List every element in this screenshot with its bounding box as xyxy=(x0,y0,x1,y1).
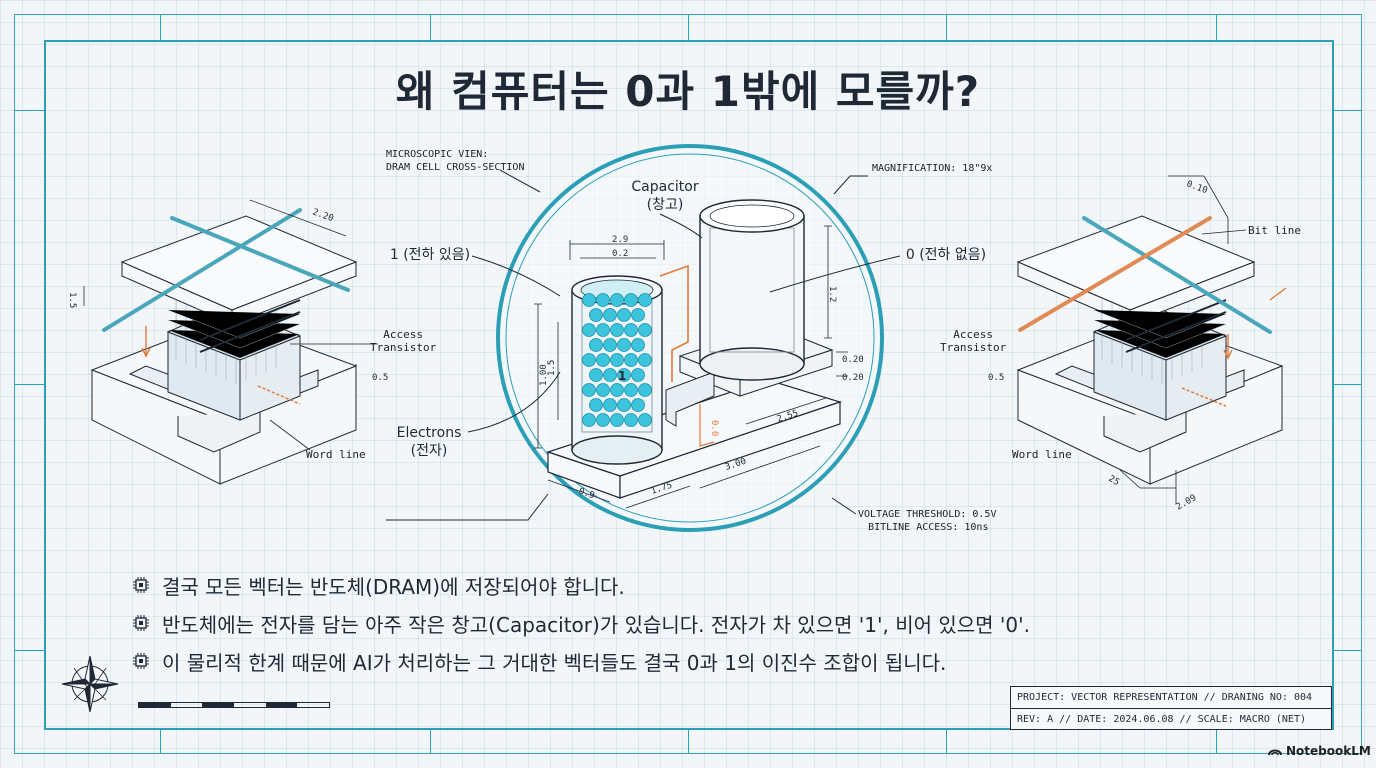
dim-0-20-a: 0.20 xyxy=(842,355,864,365)
dim-0-20-b: 0.20 xyxy=(842,373,864,383)
electron-ball xyxy=(624,383,638,397)
microscopic-note: MICROSCOPIC VIEN: DRAM CELL CROSS-SECTIO… xyxy=(386,149,525,173)
right-dim-25: 25 xyxy=(1107,474,1121,488)
electron-ball xyxy=(631,368,645,382)
electron-ball xyxy=(582,323,596,337)
left-dim-1-5: 1.5 xyxy=(67,292,77,308)
bullet-item: 이 물리적 한계 때문에 AI가 처리하는 그 거대한 벡터들도 결국 0과 1… xyxy=(132,642,1030,680)
title-block-row-2: REV: A // DATE: 2024.06.08 // SCALE: MAC… xyxy=(1017,714,1306,725)
left-dim-2-20: 2.20 xyxy=(311,207,335,224)
electron-ball xyxy=(603,308,617,322)
bullet-item: 결국 모든 벡터는 반도체(DRAM)에 저장되어야 합니다. xyxy=(132,566,1030,604)
bullet-text: 결국 모든 벡터는 반도체(DRAM)에 저장되어야 합니다. xyxy=(162,574,625,599)
bullet-text: 반도체에는 전자를 담는 아주 작은 창고(Capacitor)가 있습니다. … xyxy=(162,612,1030,637)
electron-ball xyxy=(596,323,610,337)
inner-frame xyxy=(44,40,1334,730)
electron-ball xyxy=(617,398,631,412)
electron-ball xyxy=(610,383,624,397)
dim-1-2: 1.2 xyxy=(827,286,837,302)
one-charged-label: 1 (전하 있음) xyxy=(389,247,471,263)
bullet-text: 이 물리적 한계 때문에 AI가 처리하는 그 거대한 벡터들도 결국 0과 1… xyxy=(162,650,947,675)
bullet-item: 반도체에는 전자를 담는 아주 작은 창고(Capacitor)가 있습니다. … xyxy=(132,604,1030,642)
capacitor-label: Capacitor (창고) xyxy=(631,179,699,213)
left-dim-0-5: 0.5 xyxy=(372,373,388,383)
dim-1-00: 1.00 xyxy=(539,364,549,386)
magnification-note: MAGNIFICATION: 18"9x xyxy=(872,163,993,174)
electron-ball xyxy=(617,308,631,322)
electron-ball xyxy=(596,413,610,427)
electron-ball xyxy=(589,398,603,412)
compass-rose xyxy=(61,655,119,713)
electron-ball xyxy=(582,353,596,367)
electron-ball xyxy=(624,353,638,367)
dim-2-9: 2.9 xyxy=(612,235,628,245)
electron-ball xyxy=(582,413,596,427)
charged-capacitor: 1 xyxy=(571,275,663,465)
electron-ball xyxy=(589,338,603,352)
chip-icon xyxy=(133,615,149,631)
electron-ball xyxy=(596,293,610,307)
dim-0-2: 0.2 xyxy=(612,249,628,259)
right-access-transistor-label: Access Transistor xyxy=(940,328,1007,354)
electron-ball xyxy=(638,323,652,337)
one-marker: 1 xyxy=(618,369,626,383)
electron-ball xyxy=(589,308,603,322)
bullet-list: 결국 모든 벡터는 반도체(DRAM)에 저장되어야 합니다. 반도체에는 전자… xyxy=(132,566,1030,680)
title-block: PROJECT: VECTOR REPRESENTATION // DRANIN… xyxy=(1010,686,1332,730)
electron-ball xyxy=(631,338,645,352)
electron-ball xyxy=(638,353,652,367)
electron-ball xyxy=(638,413,652,427)
dim-1-5: 1.5 xyxy=(547,360,557,376)
bit-line-label: Bit line xyxy=(1248,224,1301,237)
dim-0-9: 0.9 xyxy=(577,487,596,502)
notebooklm-icon xyxy=(1268,749,1282,756)
electron-ball xyxy=(617,338,631,352)
electron-ball xyxy=(610,323,624,337)
electron-ball xyxy=(631,398,645,412)
left-access-transistor-label: Access Transistor xyxy=(370,328,437,354)
electron-ball xyxy=(582,383,596,397)
electron-ball xyxy=(603,368,617,382)
notebooklm-logo: NotebookLM xyxy=(1268,744,1371,758)
electron-ball xyxy=(624,323,638,337)
zero-empty-label: 0 (전하 없음) xyxy=(905,247,987,263)
electron-ball xyxy=(617,368,631,382)
electron-ball xyxy=(638,293,652,307)
right-word-line-label: Word line xyxy=(1012,448,1072,461)
electron-ball xyxy=(603,338,617,352)
electron-ball xyxy=(596,353,610,367)
electron-ball xyxy=(610,413,624,427)
electron-ball xyxy=(610,293,624,307)
electron-ball xyxy=(631,308,645,322)
electron-ball xyxy=(596,383,610,397)
electrons-label: Electrons (전자) xyxy=(396,425,462,459)
left-word-line-label: Word line xyxy=(306,448,366,461)
scale-bar xyxy=(138,702,330,708)
chip-icon xyxy=(133,577,149,593)
electron-particles xyxy=(582,293,652,427)
electron-ball xyxy=(610,353,624,367)
right-dim-0-5: 0.5 xyxy=(988,373,1004,383)
page-title: 왜 컴퓨터는 0과 1밖에 모를까? xyxy=(395,67,981,116)
empty-capacitor xyxy=(699,199,805,381)
electron-ball xyxy=(624,413,638,427)
electron-ball xyxy=(582,293,596,307)
electron-ball xyxy=(603,398,617,412)
chip-icon xyxy=(133,653,149,669)
dim-0-0: 0.0 xyxy=(709,420,719,436)
right-dim-2-09: 2.09 xyxy=(1175,493,1199,513)
electron-ball xyxy=(638,383,652,397)
electron-ball xyxy=(589,368,603,382)
electron-ball xyxy=(624,293,638,307)
voltage-note: VOLTAGE THRESHOLD: 0.5V BITLINE ACCESS: … xyxy=(858,509,997,533)
right-dim-0-10: 0.10 xyxy=(1185,179,1209,196)
title-block-row-1: PROJECT: VECTOR REPRESENTATION // DRANIN… xyxy=(1011,687,1331,709)
